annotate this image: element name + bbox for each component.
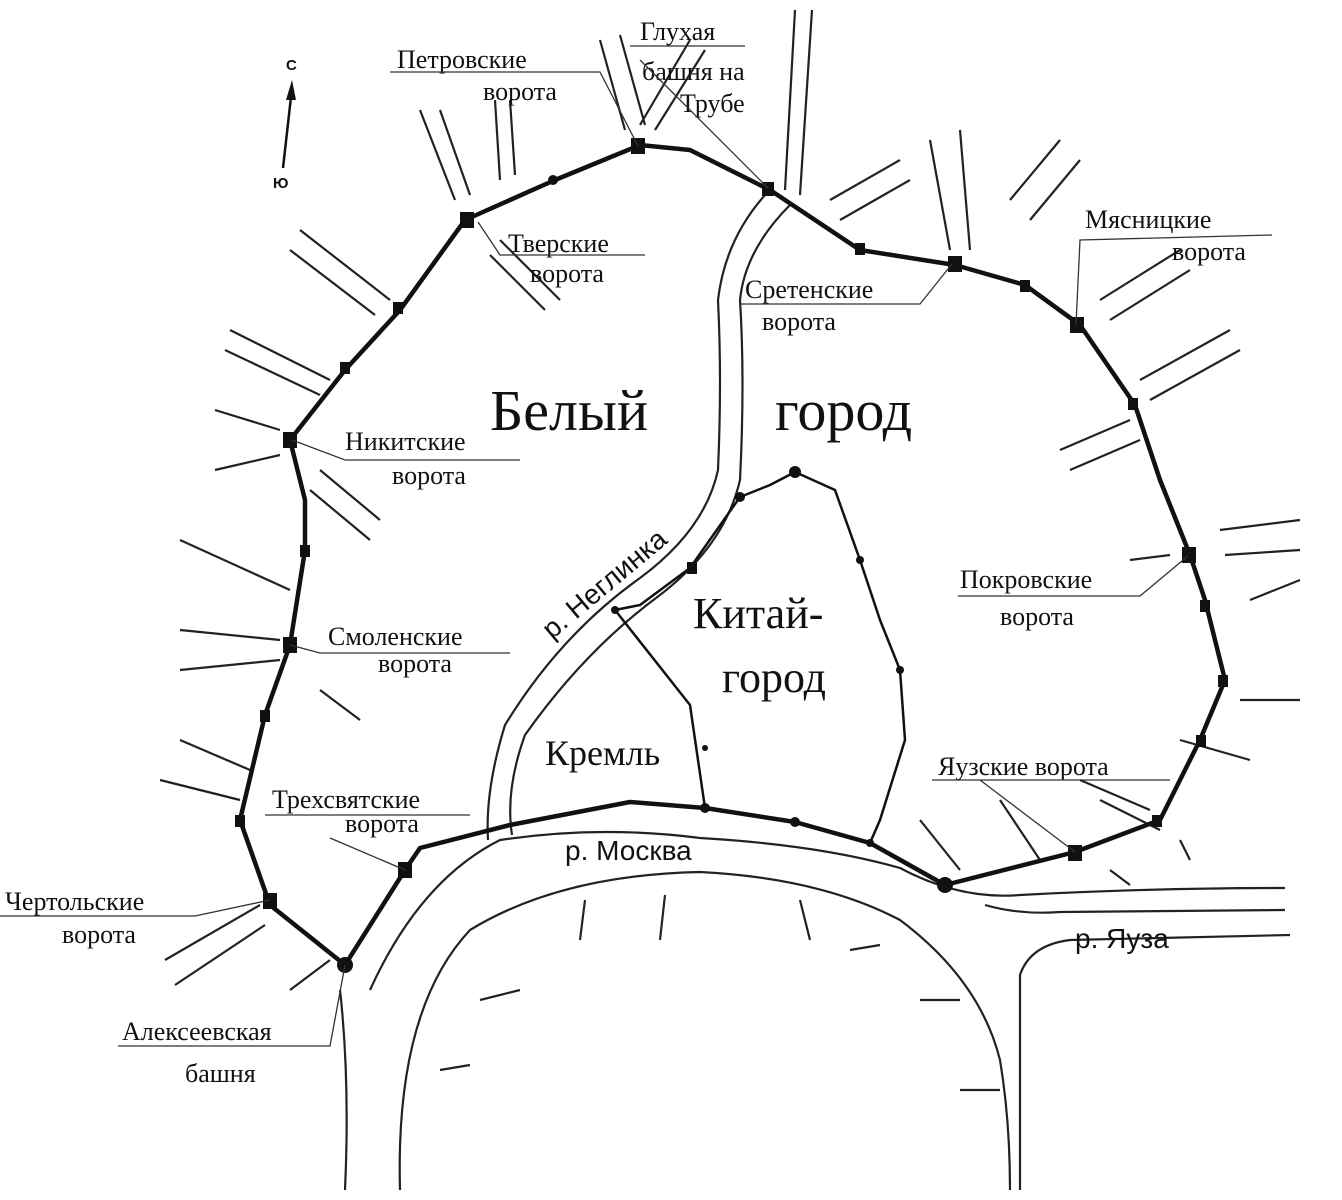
label-petrovskie-2: ворота <box>483 77 557 106</box>
label-nikitskie-2: ворота <box>392 461 466 490</box>
kremlin-wall <box>614 609 707 809</box>
neglinka-river <box>486 194 791 841</box>
label-glukhaya: Глухая <box>640 17 715 46</box>
label-yauzskie: Яузские ворота <box>938 752 1109 781</box>
label-trekhsvyatskie: Трехсвятские <box>272 785 420 814</box>
district-belyi-gorod-2: город <box>775 378 912 443</box>
label-trekhsvyatskie-2: ворота <box>345 809 419 838</box>
label-tverskie-2: ворота <box>530 259 604 288</box>
belyi-gorod-wall <box>237 142 1228 968</box>
label-petrovskie: Петровские <box>397 45 527 74</box>
label-glukhaya-2: башня на <box>642 57 745 86</box>
label-myasnitskie: Мясницкие <box>1085 205 1211 234</box>
label-alekseevskaya: Алексеевская <box>122 1017 272 1046</box>
streets <box>159 9 1301 991</box>
label-nikitskie: Никитские <box>345 427 466 456</box>
compass: С Ю <box>273 57 297 192</box>
label-alekseevskaya-2: башня <box>185 1059 256 1088</box>
district-kitai-gorod-1: Китай- <box>693 589 823 638</box>
yauza-river <box>984 903 1291 1190</box>
compass-arrowhead-icon <box>286 80 296 100</box>
label-chertolskie-2: ворота <box>62 920 136 949</box>
label-glukhaya-3: Трубе <box>680 89 745 118</box>
district-kremlin: Кремль <box>545 733 660 773</box>
moskva-river <box>338 830 1286 1191</box>
river-yauza-label: р. Яуза <box>1075 923 1169 954</box>
label-smolenskie-2: ворота <box>378 649 452 678</box>
compass-south: Ю <box>273 175 288 192</box>
river-neglinka-label: р. Неглинка <box>536 523 673 645</box>
label-sretenskie-2: ворота <box>762 307 836 336</box>
district-kitai-gorod-2: город <box>722 653 826 702</box>
label-pokrovskie: Покровские <box>960 565 1092 594</box>
label-pokrovskie-2: ворота <box>1000 602 1074 631</box>
district-belyi-gorod-1: Белый <box>490 378 648 443</box>
gate-labels: Петровские ворота Глухая башня на Трубе … <box>0 17 1273 1088</box>
label-sretenskie: Сретенские <box>745 275 873 304</box>
label-smolenskie: Смоленские <box>328 622 463 651</box>
river-moskva-label: р. Москва <box>565 835 692 866</box>
label-tverskie: Тверские <box>508 229 609 258</box>
label-chertolskie: Чертольские <box>5 887 144 916</box>
label-myasnitskie-2: ворота <box>1172 237 1246 266</box>
compass-north: С <box>286 57 297 74</box>
compass-arrow-icon <box>281 87 294 169</box>
